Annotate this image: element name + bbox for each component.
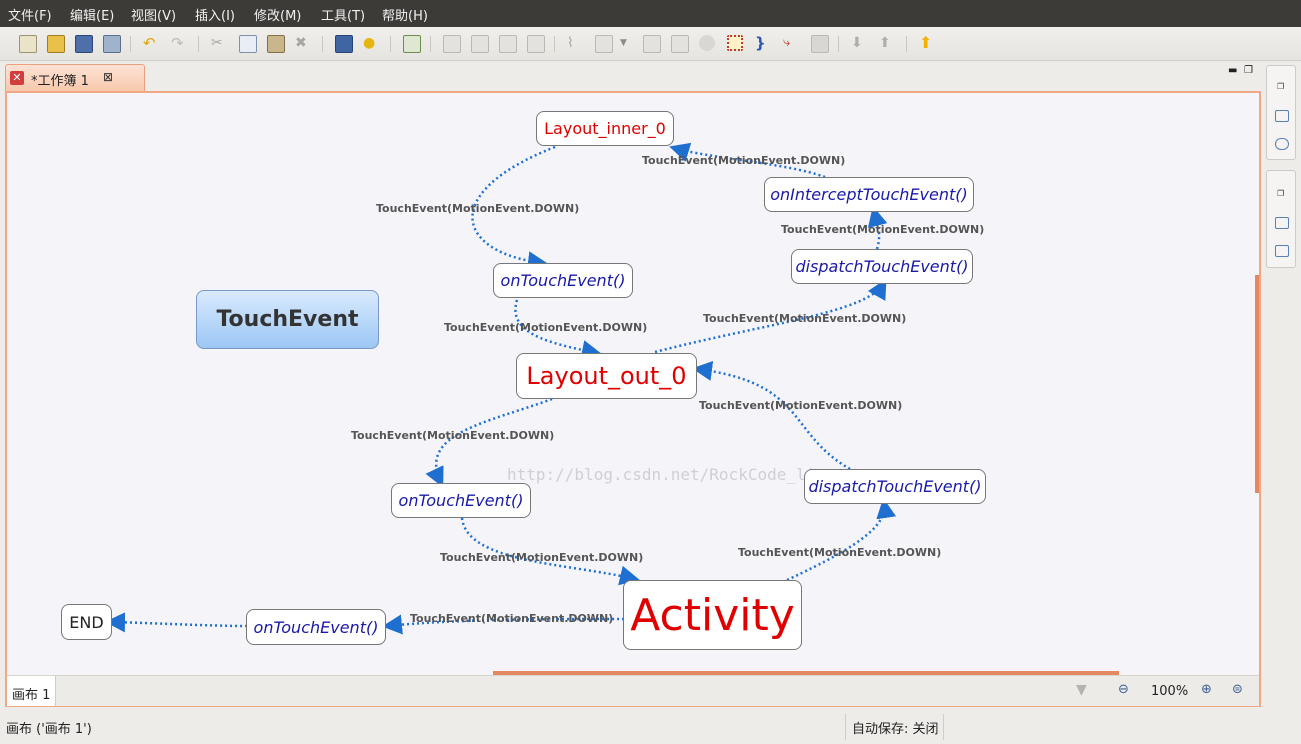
node-dispatch-out[interactable]: dispatchTouchEvent() (804, 469, 986, 504)
edge-label: TouchEvent(MotionEvent.DOWN) (440, 551, 644, 564)
zoom-fit-icon[interactable]: ⊜ (1232, 682, 1243, 697)
edge-label: TouchEvent(MotionEvent.DOWN) (410, 612, 614, 625)
stop-icon[interactable] (811, 35, 829, 53)
go-home-icon[interactable]: ⬆ (919, 33, 933, 52)
vertical-scrollbar[interactable] (1255, 275, 1259, 493)
minimize-icon[interactable]: ▬ (1228, 65, 1238, 76)
edge-dispatch-to-intercept (867, 206, 888, 250)
marker-icon[interactable] (699, 35, 715, 51)
insert-topic-icon[interactable] (403, 35, 421, 53)
node-intercept-touch-event[interactable]: onInterceptTouchEvent() (764, 177, 974, 212)
image-icon[interactable] (595, 35, 613, 53)
summary-icon[interactable]: } (755, 34, 766, 52)
idea-bulb-icon[interactable]: ● (363, 35, 376, 51)
menu-file[interactable]: 文件(F) (8, 9, 52, 24)
edge-intercept-to-inner (669, 142, 826, 179)
right-panel-top: ❐ (1266, 65, 1296, 160)
overview-icon[interactable] (1275, 138, 1289, 150)
attach-icon[interactable]: ⌇ (567, 35, 574, 51)
maximize-icon[interactable]: ❐ (1244, 65, 1253, 76)
edge-label: TouchEvent(MotionEvent.DOWN) (703, 312, 907, 325)
menu-edit[interactable]: 编辑(E) (70, 9, 115, 24)
sheet-bar: 画布 1 ▼ ⊖ 100% ⊕ ⊜ (7, 675, 1259, 706)
sheet-tab-label: 画布 1 (12, 688, 51, 703)
dropdown-arrow-icon[interactable]: ▼ (620, 38, 627, 48)
node-layout-out[interactable]: Layout_out_0 (516, 353, 697, 399)
new-file-icon[interactable] (19, 35, 37, 53)
menu-insert[interactable]: 插入(I) (195, 9, 235, 24)
close-tab-icon[interactable]: ⊠ (103, 70, 114, 84)
edge-ontouch-out-to-activity (460, 517, 640, 586)
node-touchevent-title[interactable]: TouchEvent (196, 290, 379, 349)
paste-icon[interactable] (267, 35, 285, 53)
edge-ontouch-to-layoutout (514, 299, 602, 360)
node-layout-inner[interactable]: Layout_inner_0 (536, 111, 674, 146)
add-parent-icon[interactable] (499, 35, 517, 53)
add-subtopic-icon[interactable] (443, 35, 461, 53)
edge-label: TouchEvent(MotionEvent.DOWN) (699, 399, 903, 412)
edge-dispatch-out-to-layoutout (692, 360, 851, 471)
menu-modify[interactable]: 修改(M) (254, 9, 302, 24)
node-ontouch-inner[interactable]: onTouchEvent() (493, 263, 633, 298)
copy-icon[interactable] (239, 35, 257, 53)
edge-activity-to-dispatch-out (786, 498, 897, 582)
delete-icon[interactable]: ✖ (295, 35, 307, 51)
save-icon[interactable] (75, 35, 93, 53)
horizontal-scrollbar[interactable] (493, 671, 1119, 675)
restore-icon[interactable]: ❐ (1277, 82, 1285, 91)
mindmap-canvas[interactable]: http://blog.csdn.net/RockCode_li Layout_… (7, 93, 1259, 675)
edge-label: TouchEvent(MotionEvent.DOWN) (444, 321, 648, 334)
status-bar: 画布 ('画布 1') 自动保存: 关闭 (0, 710, 1301, 744)
menu-help[interactable]: 帮助(H) (382, 9, 428, 24)
status-text: 画布 ('画布 1') (6, 722, 92, 737)
open-folder-icon[interactable] (47, 35, 65, 53)
filter-icon[interactable]: ▼ (1076, 682, 1087, 698)
zoom-out-icon[interactable]: ⊖ (1118, 682, 1129, 697)
tab-title: *工作簿 1 (31, 74, 89, 89)
sheet-tab[interactable]: 画布 1 (7, 676, 56, 706)
autosave-status: 自动保存: 关闭 (845, 714, 944, 740)
properties-icon[interactable] (1275, 217, 1289, 229)
edge-label: TouchEvent(MotionEvent.DOWN) (376, 202, 580, 215)
zoom-level: 100% (1151, 684, 1189, 699)
note-icon[interactable] (671, 35, 689, 53)
menu-view[interactable]: 视图(V) (131, 9, 177, 24)
markers-panel-icon[interactable] (1275, 245, 1289, 257)
node-end[interactable]: END (61, 604, 112, 640)
redo-icon[interactable]: ↷ (171, 34, 184, 52)
menu-bar: 文件(F) 编辑(E) 视图(V) 插入(I) 修改(M) 工具(T) 帮助(H… (0, 0, 1301, 27)
edge-label: TouchEvent(MotionEvent.DOWN) (351, 429, 555, 442)
boundary-icon[interactable] (727, 35, 743, 51)
zoom-in-icon[interactable]: ⊕ (1201, 682, 1212, 697)
drill-down-icon[interactable]: ⬇ (851, 35, 863, 51)
node-ontouch-out[interactable]: onTouchEvent() (391, 483, 531, 518)
node-ontouch-activity[interactable]: onTouchEvent() (246, 609, 386, 645)
watermark-text: http://blog.csdn.net/RockCode_li (507, 465, 816, 484)
presentation-icon[interactable] (335, 35, 353, 53)
outline-icon[interactable] (1275, 110, 1289, 122)
restore-icon[interactable]: ❐ (1277, 189, 1285, 198)
cut-icon[interactable]: ✂ (211, 35, 223, 51)
edge-label: TouchEvent(MotionEvent.DOWN) (781, 223, 985, 236)
menu-tools[interactable]: 工具(T) (321, 9, 366, 24)
relationship-lines (105, 142, 897, 635)
undo-icon[interactable]: ↶ (143, 34, 156, 52)
tab-workbook[interactable]: ✕ *工作簿 1 ⊠ (5, 64, 145, 92)
edge-ontouch-to-end (105, 612, 248, 633)
toolbar: ↶ ↷ ✂ ✖ ● ⌇ ▼ } ⤷ ⬇ ⬆ ⬆ (0, 27, 1301, 61)
node-dispatch-inner[interactable]: dispatchTouchEvent() (791, 249, 973, 284)
xmind-logo-icon: ✕ (10, 71, 24, 85)
print-icon[interactable] (103, 35, 121, 53)
right-panel-bottom: ❐ (1266, 170, 1296, 268)
drill-up-icon[interactable]: ⬆ (879, 35, 891, 51)
add-floating-icon[interactable] (527, 35, 545, 53)
edge-label: TouchEvent(MotionEvent.DOWN) (738, 546, 942, 559)
relationship-icon[interactable]: ⤷ (783, 35, 791, 50)
edge-activity-to-ontouch-activity (382, 614, 625, 635)
add-sibling-icon[interactable] (471, 35, 489, 53)
align-icon[interactable] (643, 35, 661, 53)
edge-label: TouchEvent(MotionEvent.DOWN) (642, 154, 846, 167)
node-activity[interactable]: Activity (623, 580, 802, 650)
